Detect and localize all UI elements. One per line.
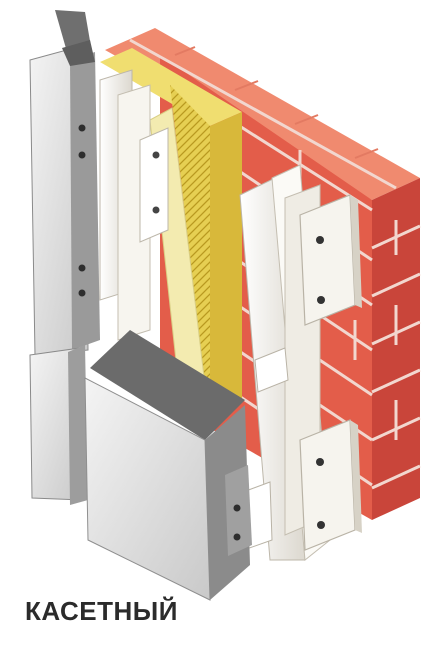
fastener-icon	[233, 533, 241, 541]
bracket-group-left	[99, 69, 169, 341]
cassette-top-flange	[90, 330, 245, 440]
cassette-panel-left	[29, 345, 88, 505]
fastener-icon	[233, 504, 241, 512]
fastener-icon	[78, 289, 86, 297]
fastener-icon	[316, 236, 324, 244]
fastener-icon	[78, 124, 86, 132]
fastener-icon	[317, 296, 325, 304]
fastener-icon	[317, 521, 325, 529]
brick-top-joints	[174, 46, 379, 159]
insulation-layer	[100, 48, 242, 410]
fastener-icon	[78, 264, 86, 272]
fastener-icon	[152, 151, 160, 159]
bracket-upper-right	[299, 194, 362, 326]
cassette-panel-upper	[29, 10, 100, 356]
facade-type-caption: КАСЕТНЫЙ	[25, 596, 178, 626]
bracket-lower-right	[299, 419, 362, 551]
cassette-panel-front	[84, 330, 252, 601]
fastener-icon	[78, 151, 86, 159]
insulation-side	[210, 112, 242, 410]
fastener-icon	[152, 206, 160, 214]
fastener-icon	[316, 458, 324, 466]
